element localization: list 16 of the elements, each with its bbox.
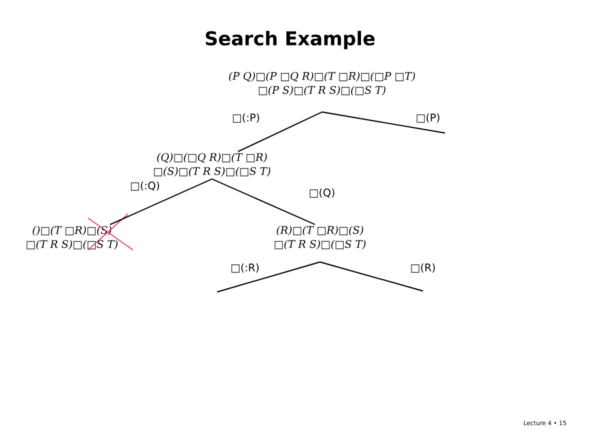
- tree-branch: [322, 111, 446, 134]
- tree-branch: [216, 261, 320, 293]
- tree-branch: [238, 111, 322, 152]
- edge-label: □(:Q): [131, 181, 160, 191]
- formula-set: (P Q)□(P □Q R)□(T □R)□(□P □T) □(P S)□(T R S)□(□S T): [229, 72, 415, 96]
- tree-branch: [320, 261, 424, 292]
- formula-set: (R)□(T □R)□(S) □(T R S)□(□S T): [274, 226, 366, 250]
- edge-label: □(:P): [232, 113, 260, 123]
- tree-branch: [212, 178, 316, 226]
- edge-label: □(:R): [231, 263, 259, 273]
- tree-branch: [110, 178, 212, 226]
- edge-label: □(P): [416, 113, 440, 123]
- formula-set: (Q)□(□Q R)□(T □R) □(S)□(T R S)□(□S T): [154, 152, 270, 177]
- edge-label: □(Q): [310, 188, 334, 198]
- title: Search Example: [206, 30, 375, 50]
- edge-label: □(R): [411, 263, 435, 273]
